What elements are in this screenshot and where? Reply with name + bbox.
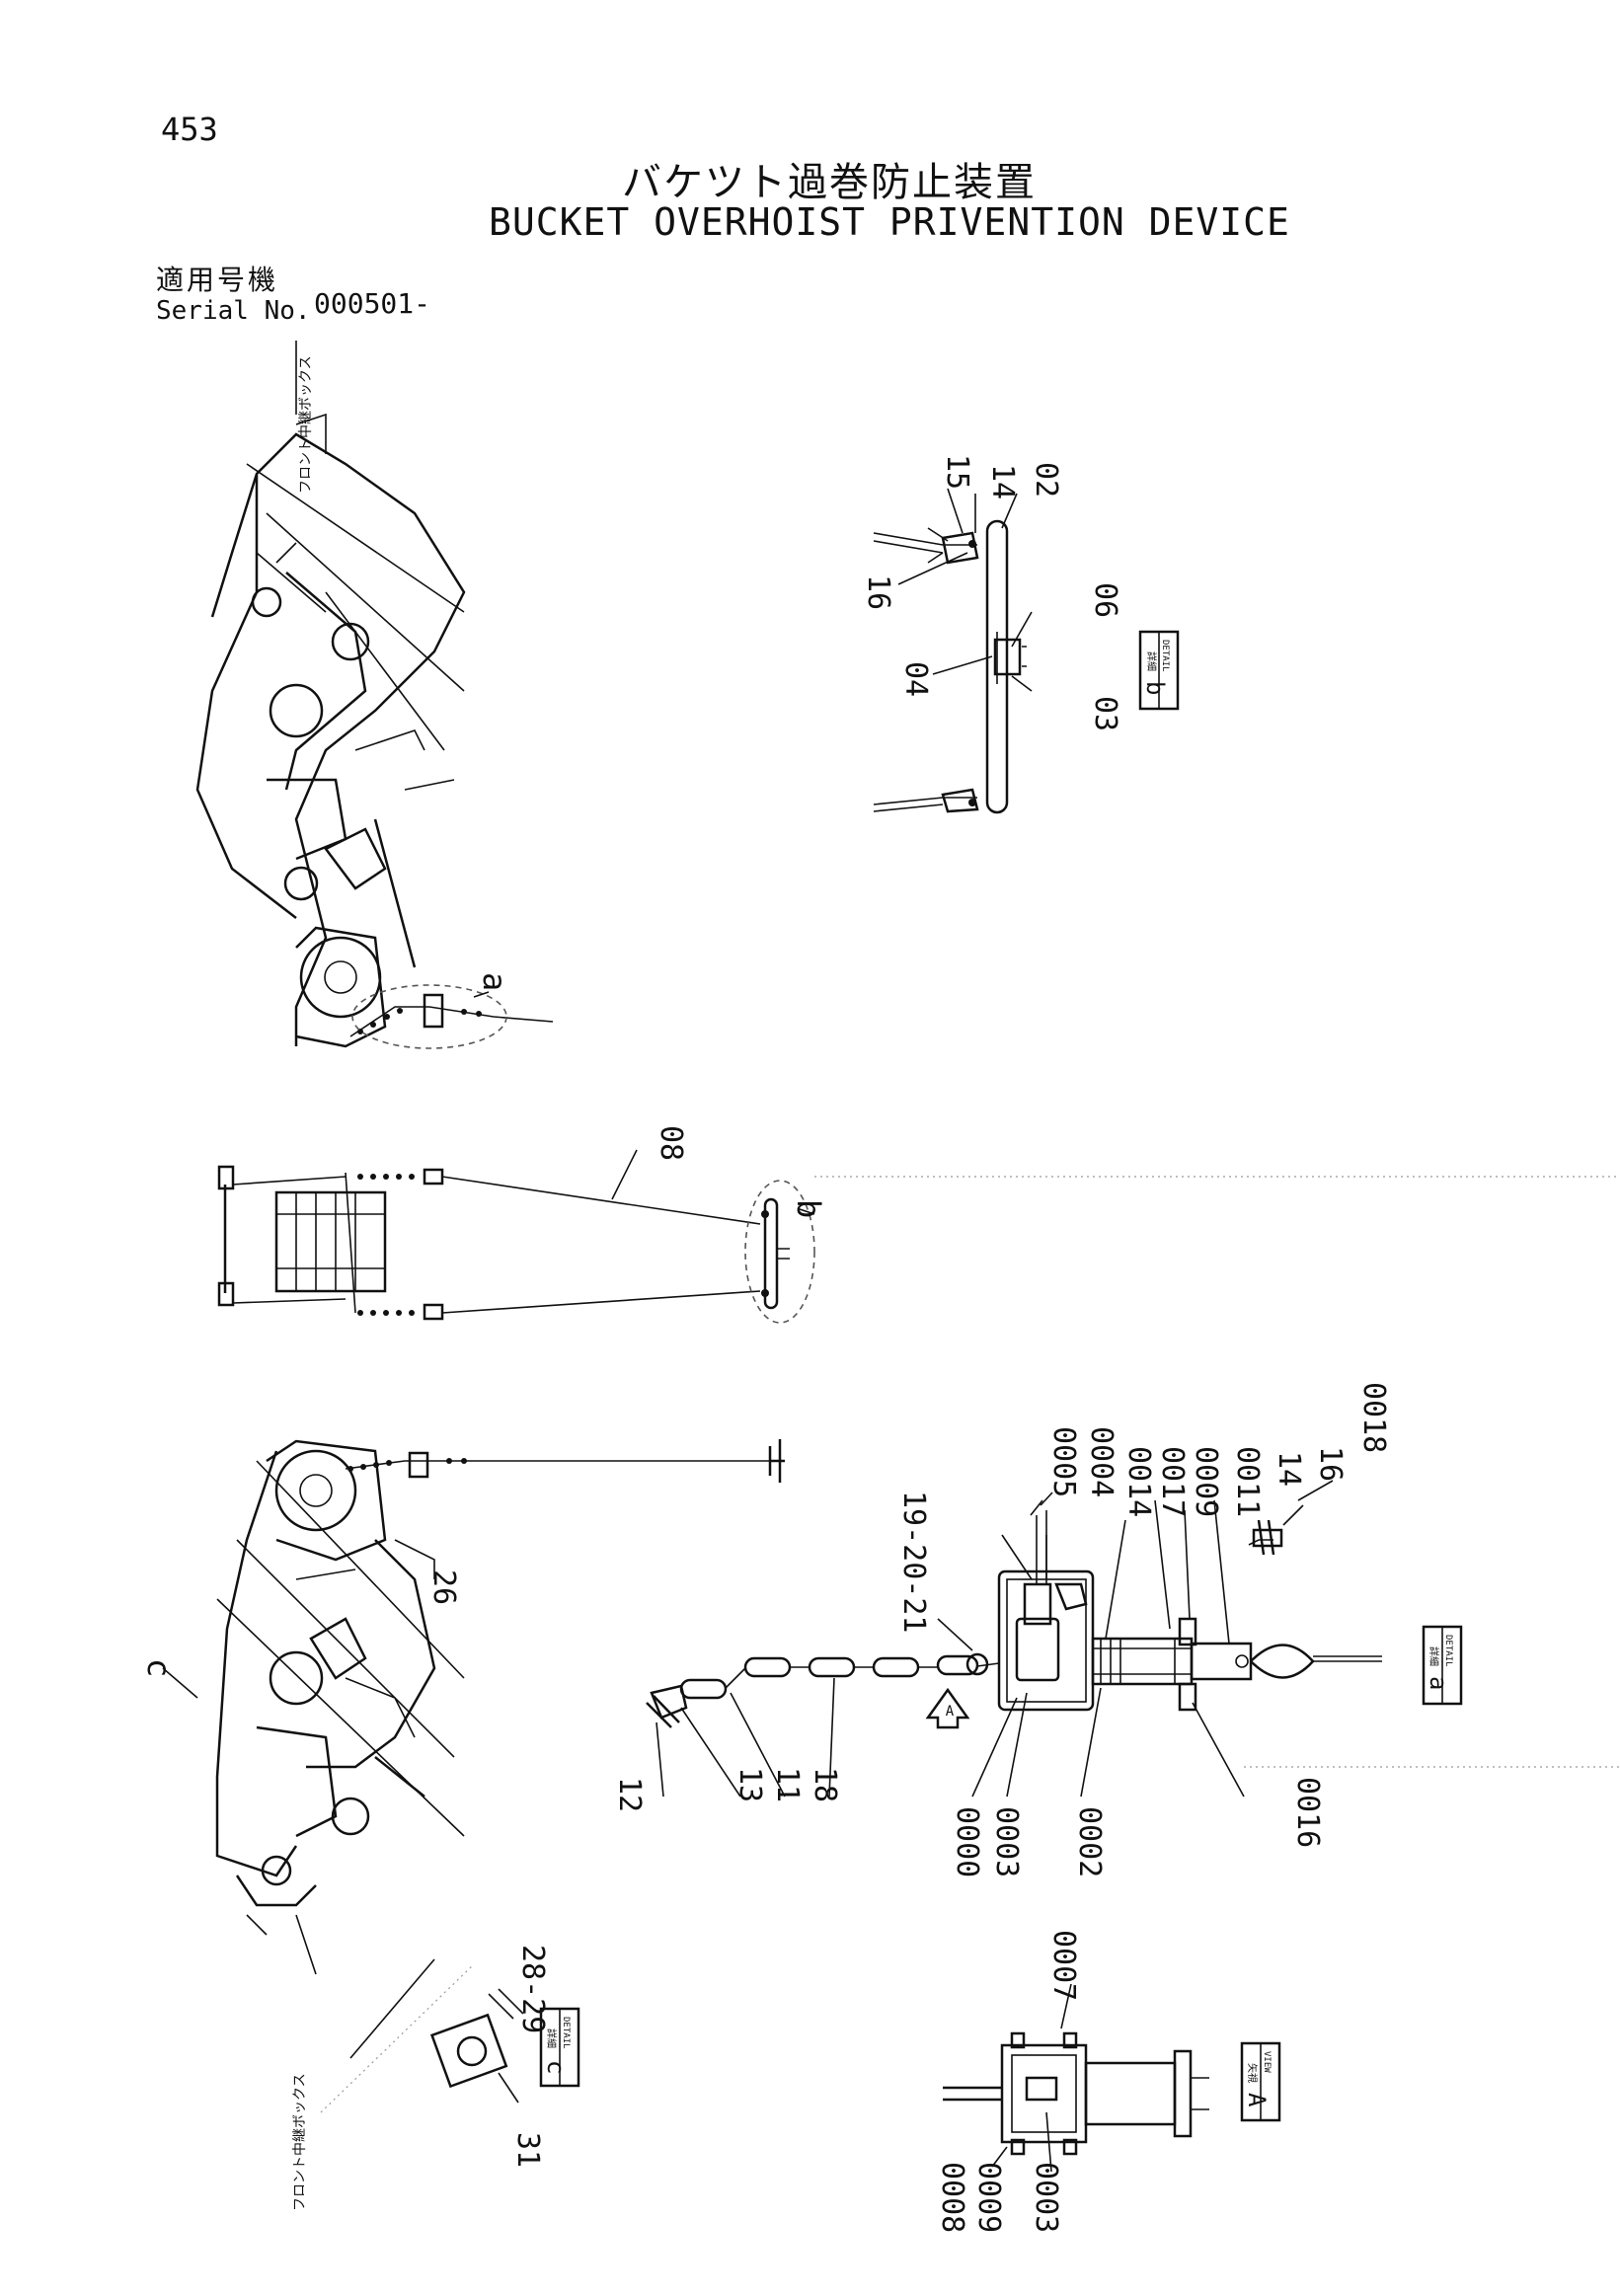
svg-text:A: A: [946, 1704, 955, 1720]
callout-0017: 0017: [1155, 1446, 1190, 1517]
callout-0011: 0011: [1230, 1446, 1265, 1517]
detail-box-c: 詳細 DETAIL c: [539, 2007, 580, 2088]
callout-0014: 0014: [1121, 1446, 1156, 1517]
svg-text:VIEW: VIEW: [1262, 2051, 1272, 2073]
callout-15: 15: [940, 454, 974, 490]
callout-12: 12: [612, 1777, 647, 1812]
callout-13: 13: [733, 1767, 767, 1802]
callout-0009-view: 0009: [971, 2162, 1006, 2233]
callout-0004: 0004: [1084, 1426, 1119, 1497]
callout-31: 31: [510, 2132, 545, 2168]
callout-0007: 0007: [1046, 1930, 1081, 2001]
callout-0000: 0000: [950, 1806, 984, 1877]
callout-18: 18: [808, 1767, 842, 1802]
callout-06: 06: [1088, 582, 1122, 618]
callout-0003-view: 0003: [1029, 2162, 1063, 2233]
svg-text:DETAIL: DETAIL: [1443, 1635, 1453, 1667]
page-number: 453: [161, 111, 218, 148]
page-title-english: BUCKET OVERHOIST PRIVENTION DEVICE: [489, 200, 1290, 244]
callout-14-small: 14: [1272, 1451, 1306, 1487]
detail-shackle-small: [1252, 1480, 1334, 1556]
callout-0002: 0002: [1072, 1806, 1107, 1877]
detail-c-drawing: [429, 1988, 524, 2104]
svg-text:A: A: [1243, 2093, 1271, 2107]
callout-0018: 0018: [1356, 1382, 1391, 1453]
serial-label-english: Serial No.: [156, 296, 311, 326]
callout-16: 16: [861, 574, 895, 610]
svg-text:詳細: 詳細: [1145, 651, 1158, 671]
svg-text:DETAIL: DETAIL: [1160, 640, 1170, 672]
callout-19-20-21: 19-20-21: [896, 1491, 931, 1634]
callout-14: 14: [985, 464, 1020, 499]
detail-a-drawing: A: [646, 1492, 1382, 1798]
serial-number-value: 000501-: [314, 287, 431, 320]
view-a-drawing: [943, 1983, 1209, 2173]
svg-text:DETAIL: DETAIL: [561, 2017, 571, 2049]
detail-box-b: 詳細 DETAIL b: [1138, 630, 1180, 711]
detail-b-drawing: [873, 488, 1033, 814]
junction-box-label-top: フロント中継ボックス: [298, 355, 314, 494]
callout-b: b: [790, 1199, 827, 1218]
detail-box-a: 詳細 DETAIL a: [1422, 1625, 1463, 1706]
svg-text:c: c: [542, 2060, 570, 2074]
callout-16-small: 16: [1313, 1446, 1348, 1482]
callout-a: a: [476, 972, 513, 991]
callout-0016: 0016: [1290, 1777, 1325, 1848]
callout-03: 03: [1088, 696, 1122, 731]
callout-28-29: 28-29: [515, 1945, 550, 2033]
callout-0009: 0009: [1189, 1446, 1223, 1517]
callout-0003: 0003: [989, 1806, 1024, 1877]
callout-26: 26: [426, 1569, 461, 1605]
callout-08: 08: [654, 1125, 688, 1161]
machine-upper-view: [195, 341, 554, 1049]
svg-text:矢視: 矢視: [1246, 2063, 1259, 2083]
callout-c: c: [140, 1658, 178, 1677]
callout-02: 02: [1029, 462, 1063, 497]
callout-0005: 0005: [1046, 1426, 1081, 1497]
callout-11: 11: [770, 1767, 805, 1802]
serial-label-japanese: 適用号機: [156, 264, 279, 296]
svg-text:詳細: 詳細: [1427, 1646, 1440, 1666]
boom-middle-view: [217, 1149, 815, 1324]
machine-lower-view: [162, 1439, 785, 2059]
view-box-a: 矢視 VIEW A: [1240, 2041, 1281, 2122]
page-title-japanese: バケツト過巻防止装置: [622, 160, 1037, 205]
junction-box-label-bottom: フロント中継ボックス: [292, 2073, 308, 2211]
callout-04: 04: [898, 661, 933, 697]
svg-text:b: b: [1141, 681, 1169, 695]
callout-0008: 0008: [935, 2162, 969, 2233]
svg-text:a: a: [1425, 1676, 1452, 1690]
svg-text:詳細: 詳細: [545, 2028, 558, 2048]
